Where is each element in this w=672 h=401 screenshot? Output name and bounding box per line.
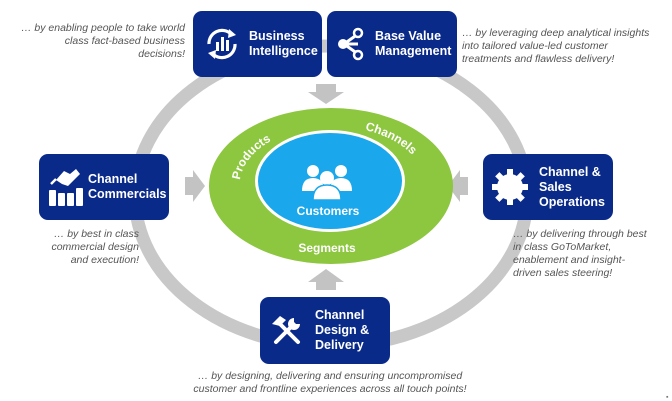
tools-icon [269,311,305,351]
module-title: Channel Design & Delivery [315,308,370,352]
arrow-up-bottom [308,269,344,290]
description-channel-design-delivery: … by designing, delivering and ensuring … [193,370,467,395]
module-channel-commercials[interactable]: Channel Commercials [39,154,169,220]
people-group-icon [302,165,352,201]
description-business-intelligence: … by enabling people to take world class… [20,22,185,60]
module-channel-design-delivery[interactable]: Channel Design & Delivery [260,297,390,364]
module-title: Channel & Sales Operations [539,164,605,209]
gear-icon [489,166,531,208]
arrow-left-right [448,170,468,202]
module-title: Channel Commercials [88,172,167,201]
module-base-value-management[interactable]: Base Value Management [327,11,457,77]
module-title: Business Intelligence [249,29,318,58]
module-channel-sales-operations[interactable]: Channel & Sales Operations [483,154,613,220]
arrow-down-top [308,84,344,104]
page-corner-mark: ▪ [666,394,669,401]
share-network-icon [335,24,367,64]
description-channel-sales-operations: … by delivering through best in class Go… [513,228,647,279]
analytics-cycle-icon [201,23,243,65]
ring-label-segments: Segments [298,241,356,255]
description-base-value-management: … by leveraging deep analytical insights… [462,27,650,65]
customers-label: Customers [296,204,360,218]
description-channel-commercials: … by best in class commercial design and… [51,228,139,266]
module-title: Base Value Management [375,29,452,58]
module-business-intelligence[interactable]: Business Intelligence [193,11,322,77]
arrow-right-left [185,170,205,202]
handshake-bars-icon [46,164,84,210]
